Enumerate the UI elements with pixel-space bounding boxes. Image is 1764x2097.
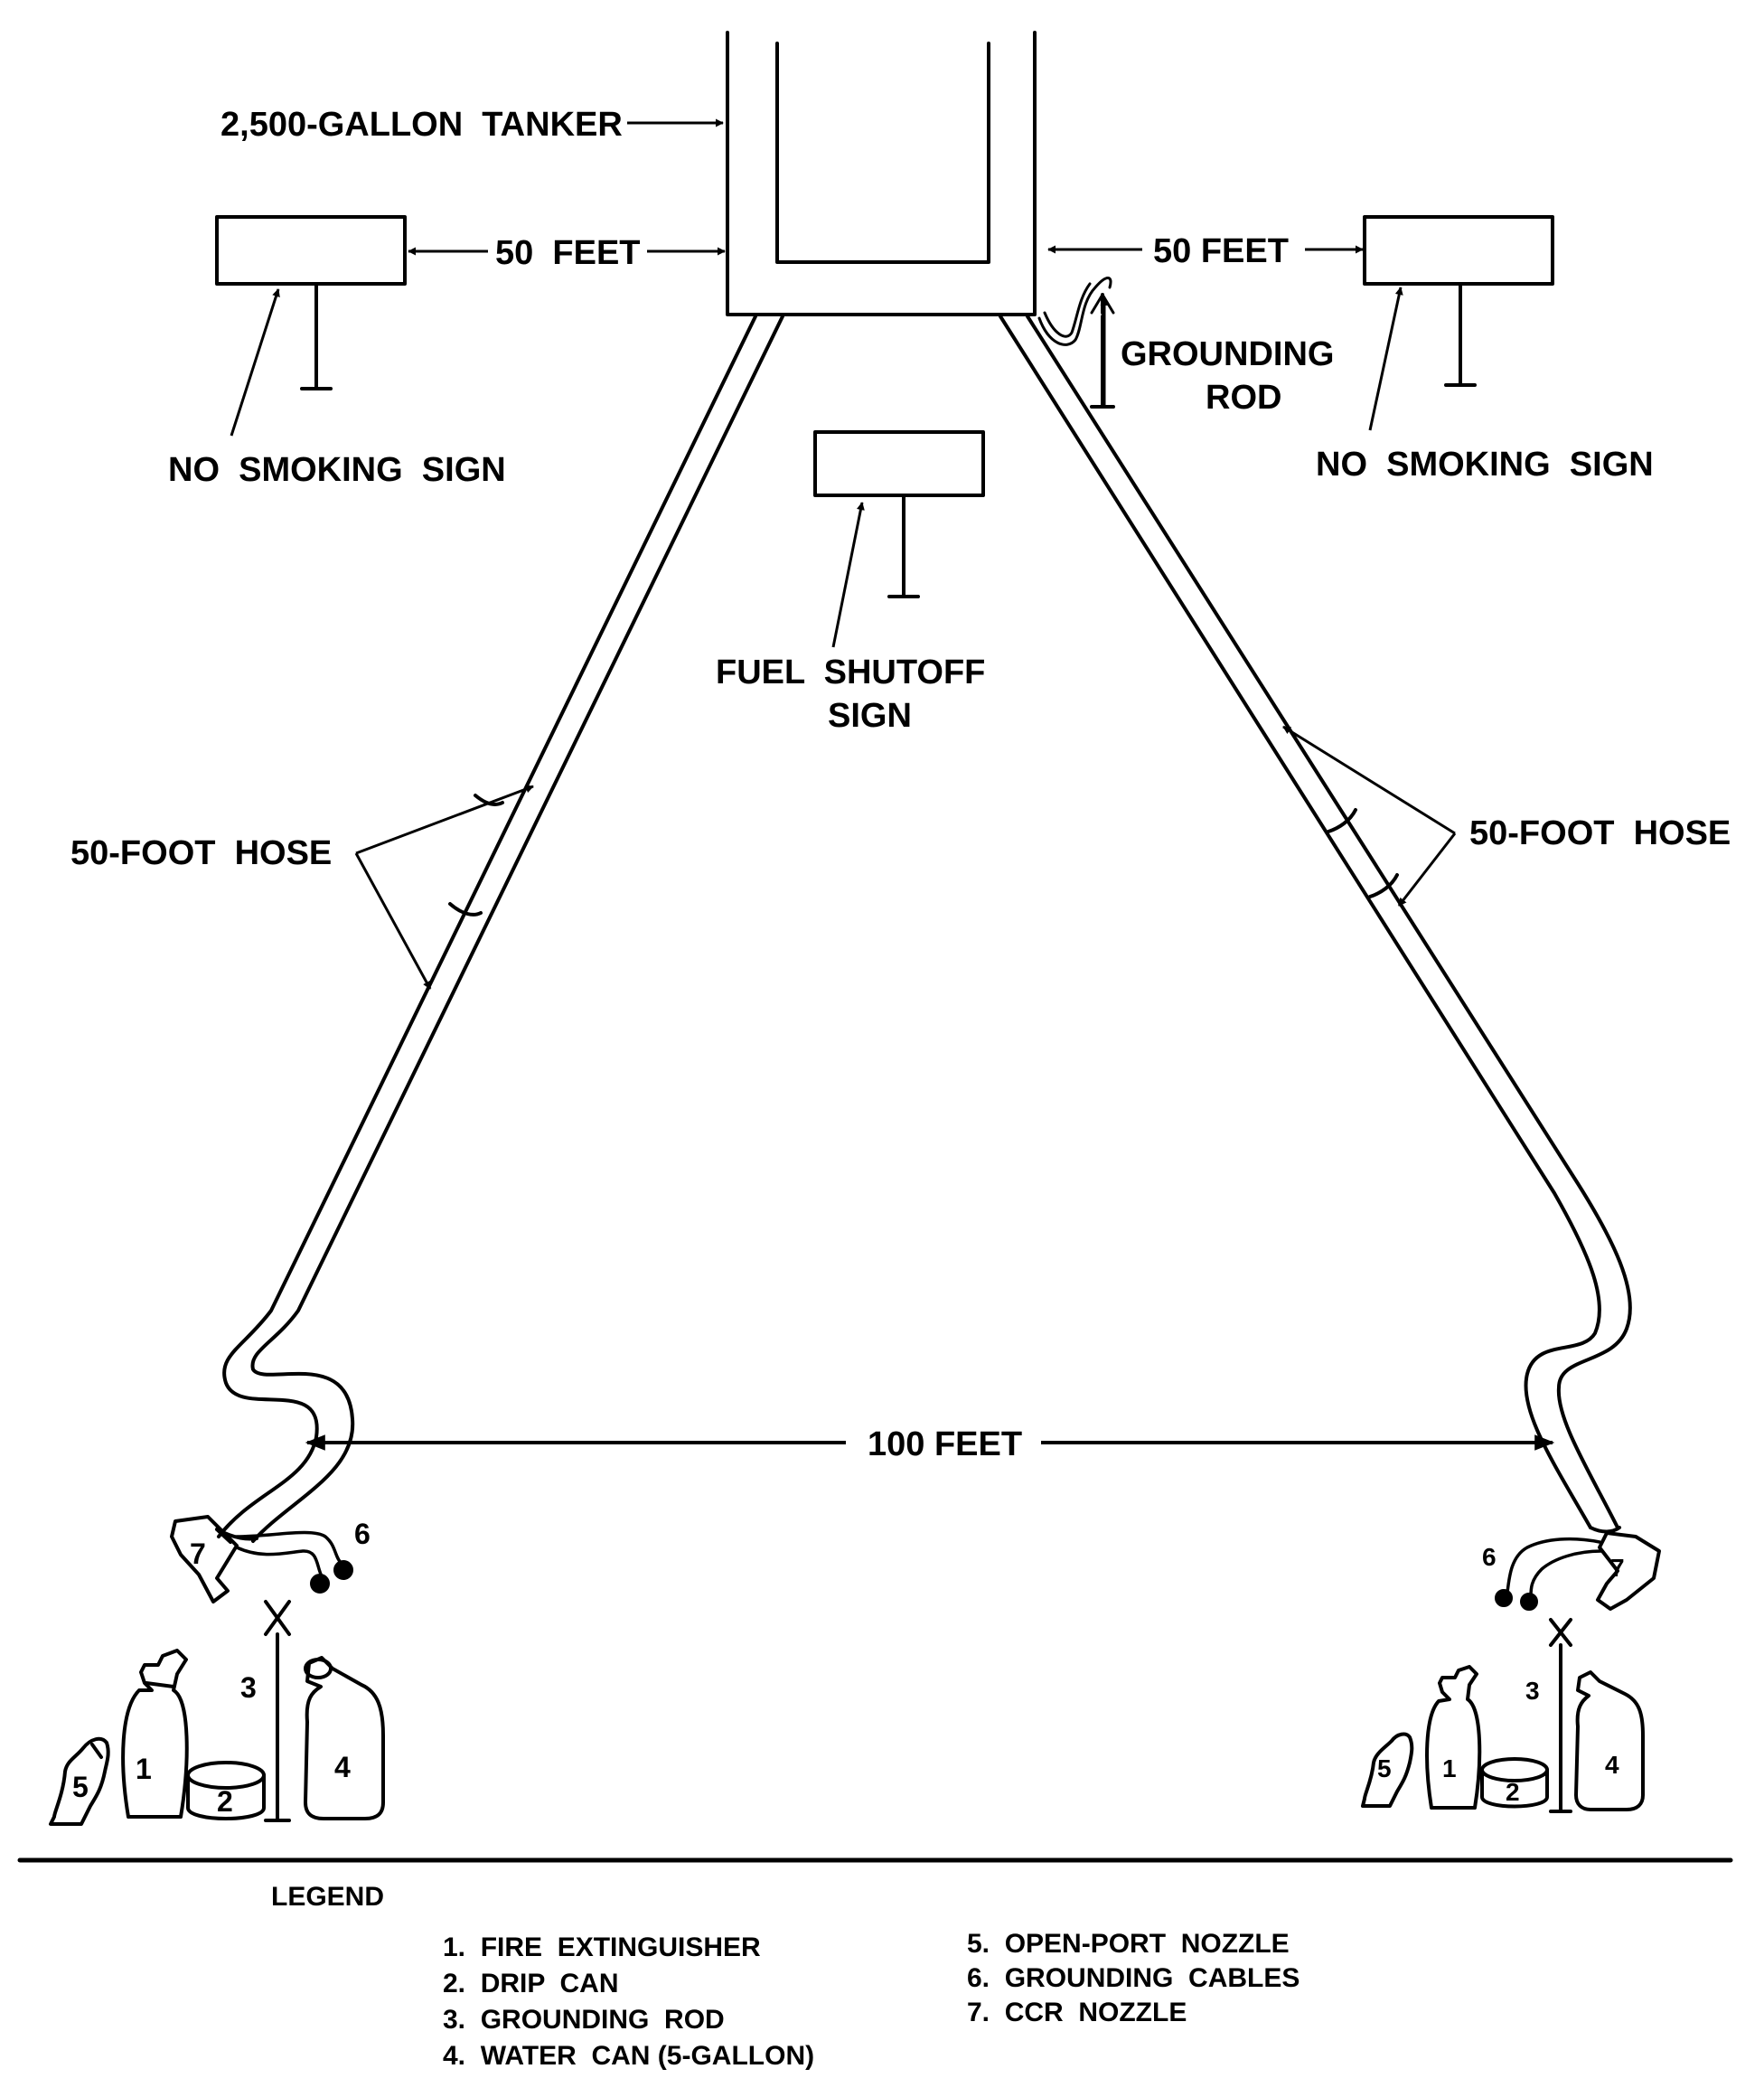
legend-item-5: 5. OPEN-PORT NOZZLE bbox=[967, 1929, 1290, 1959]
grounding-rod-left bbox=[264, 1600, 291, 1822]
fuel-shutoff-label-line1: FUEL SHUTOFF bbox=[716, 654, 985, 691]
hose-left-label: 50-FOOT HOSE bbox=[70, 834, 332, 872]
no-smoking-sign-left bbox=[215, 215, 407, 390]
open-port-nozzle-left bbox=[49, 1736, 110, 1826]
legend-item-6: 6. GROUNDING CABLES bbox=[967, 1963, 1300, 1993]
water-can-right bbox=[1574, 1670, 1645, 1811]
item-number-2-right: 2 bbox=[1506, 1778, 1520, 1806]
ccr-nozzle-left bbox=[170, 1515, 239, 1603]
drip-can-right bbox=[1480, 1757, 1549, 1809]
legend-title: LEGEND bbox=[271, 1882, 384, 1912]
dist-left-label: 50 FEET bbox=[495, 234, 641, 272]
dist-right-label: 50 FEET bbox=[1153, 232, 1289, 270]
grounding-cables-left bbox=[235, 1530, 353, 1594]
legend-item-7: 7. CCR NOZZLE bbox=[967, 1998, 1187, 2027]
item-number-1-left: 1 bbox=[136, 1753, 152, 1785]
fuel-shutoff-arrow bbox=[831, 502, 865, 648]
water-can-left bbox=[304, 1656, 385, 1820]
fuel-shutoff-label-line2: SIGN bbox=[828, 697, 912, 735]
grounding-rod-right bbox=[1549, 1618, 1572, 1813]
hose-right-label: 50-FOOT HOSE bbox=[1469, 814, 1731, 852]
item-number-1-right: 1 bbox=[1442, 1754, 1457, 1782]
item-number-7-left: 7 bbox=[190, 1537, 206, 1570]
grounding-cables-right bbox=[1495, 1537, 1603, 1611]
legend-item-2: 2. DRIP CAN bbox=[443, 1969, 619, 1998]
item-number-6-right: 6 bbox=[1482, 1543, 1497, 1571]
hose-left-arrow-b bbox=[354, 852, 432, 990]
item-number-3-right: 3 bbox=[1525, 1677, 1540, 1705]
no-smoking-left-label: NO SMOKING SIGN bbox=[168, 451, 506, 489]
item-number-4-left: 4 bbox=[334, 1751, 351, 1783]
no-smoking-sign-right bbox=[1363, 215, 1554, 387]
no-smoking-right-arrow bbox=[1368, 287, 1403, 431]
item-number-3-left: 3 bbox=[240, 1671, 257, 1704]
grounding-rod-label-line1: GROUNDING bbox=[1121, 335, 1334, 373]
item-number-5-right: 5 bbox=[1377, 1754, 1392, 1782]
legend-item-4: 4. WATER CAN (5-GALLON) bbox=[443, 2041, 814, 2071]
tanker bbox=[726, 31, 1037, 316]
item-number-7-right: 7 bbox=[1610, 1554, 1625, 1582]
item-number-6-left: 6 bbox=[354, 1518, 371, 1550]
fire-extinguisher-left bbox=[121, 1649, 189, 1819]
ccr-nozzle-right bbox=[1596, 1531, 1661, 1611]
hose-right bbox=[999, 315, 1632, 1534]
grounding-rod-label-line2: ROD bbox=[1206, 379, 1281, 417]
hose-left bbox=[215, 315, 784, 1543]
item-number-5-left: 5 bbox=[72, 1771, 89, 1803]
no-smoking-left-arrow bbox=[230, 288, 280, 437]
hose-right-arrow-b bbox=[1397, 832, 1457, 907]
dist-bottom-label: 100 FEET bbox=[868, 1425, 1022, 1463]
hose-left-arrow-a bbox=[355, 785, 534, 855]
fire-extinguisher-right bbox=[1425, 1665, 1482, 1810]
item-number-2-left: 2 bbox=[217, 1785, 233, 1818]
legend-item-1: 1. FIRE EXTINGUISHER bbox=[443, 1932, 761, 1962]
hose-right-arrow-a bbox=[1282, 725, 1456, 835]
legend-item-3: 3. GROUNDING ROD bbox=[443, 2005, 725, 2035]
grounding-rod-tanker bbox=[1037, 277, 1115, 409]
drip-can-left bbox=[186, 1761, 266, 1820]
tanker-label: 2,500-GALLON TANKER bbox=[220, 106, 623, 144]
no-smoking-right-label: NO SMOKING SIGN bbox=[1316, 446, 1654, 484]
item-number-4-right: 4 bbox=[1605, 1751, 1619, 1779]
fuel-shutoff-sign bbox=[813, 430, 985, 598]
open-port-nozzle-right bbox=[1361, 1732, 1414, 1808]
